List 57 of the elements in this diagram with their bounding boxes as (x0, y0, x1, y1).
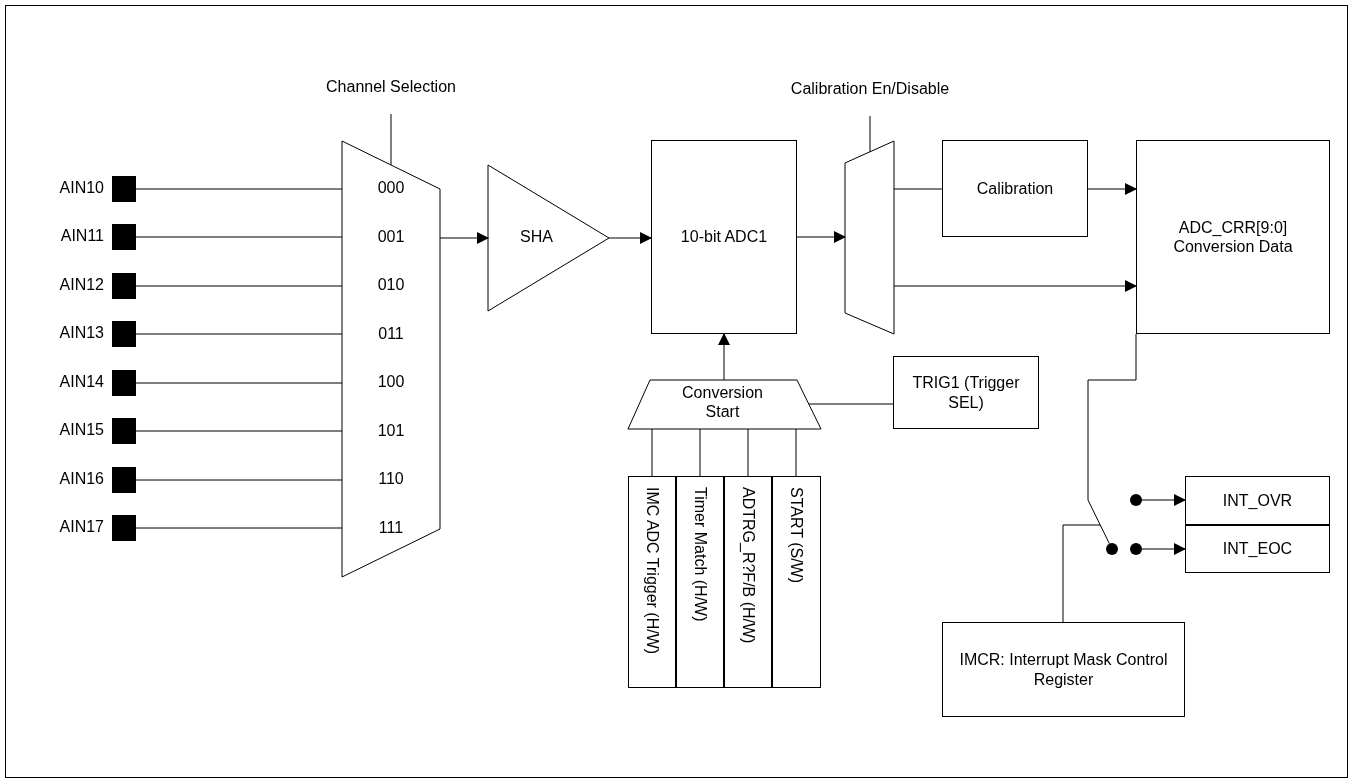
pin-label: AIN11 (60, 227, 104, 245)
trigger-source-box: IMC ADC Trigger (H/W) (628, 476, 676, 688)
arrow (893, 280, 1137, 292)
connector-line (135, 479, 343, 481)
connector-line (747, 428, 749, 477)
arrow (439, 232, 489, 244)
pin-label: AIN15 (59, 421, 104, 439)
channel-code: 100 (376, 373, 406, 391)
channel-code: 110 (377, 470, 405, 488)
arrow (718, 333, 730, 381)
pin-label: AIN14 (59, 373, 104, 391)
connector-line (699, 428, 701, 477)
connector-line (135, 382, 343, 384)
block-label: Conversion Start (681, 383, 764, 422)
connector-line (135, 527, 343, 529)
pin-label: AIN13 (59, 324, 104, 342)
channel-code: 101 (376, 421, 406, 440)
pin-label: AIN17 (59, 518, 104, 536)
block-box: TRIG1 (Trigger SEL) (893, 356, 1039, 429)
arrow (608, 232, 652, 244)
connector-line (135, 285, 343, 287)
connector-line (135, 430, 343, 432)
arrow (796, 231, 846, 243)
pin-label: AIN16 (59, 470, 104, 488)
pin-label: AIN10 (59, 179, 104, 197)
connector-line (651, 428, 653, 477)
connector-line (795, 428, 797, 477)
block-box: IMCR: Interrupt Mask Control Register (942, 622, 1185, 717)
arrow (1087, 183, 1137, 195)
channel-code: 111 (377, 518, 405, 537)
channel-code: 011 (377, 324, 405, 343)
connector-line (135, 236, 343, 238)
block-box: INT_OVR (1185, 476, 1330, 525)
channel-code: 000 (376, 179, 406, 197)
channel-code: 010 (376, 276, 406, 294)
channel-code: 001 (376, 227, 406, 246)
arrow (1141, 494, 1186, 506)
connector-line (135, 188, 343, 190)
block-box: ADC_CRR[9:0] Conversion Data (1136, 140, 1330, 334)
arrow (1141, 543, 1186, 555)
connector-line (808, 403, 894, 405)
trigger-source-box: START (S/W) (772, 476, 821, 688)
connector-line (893, 188, 943, 190)
amplifier-label: SHA (520, 228, 553, 246)
pin-label: AIN12 (59, 276, 104, 294)
block-box: INT_EOC (1185, 525, 1330, 573)
connector-line (390, 113, 392, 166)
control-label: Channel Selection (301, 78, 481, 100)
trigger-source-box: ADTRG_R?F/B (H/W) (724, 476, 772, 688)
connector-line (135, 333, 343, 335)
control-label: Calibration En/Disable (770, 80, 970, 102)
block-box: Calibration (942, 140, 1088, 237)
connector-line (1062, 524, 1101, 623)
block-box: 10-bit ADC1 (651, 140, 797, 334)
connector-line (869, 115, 871, 153)
connector-line (1087, 333, 1137, 545)
trigger-source-box: Timer Match (H/W) (676, 476, 724, 688)
